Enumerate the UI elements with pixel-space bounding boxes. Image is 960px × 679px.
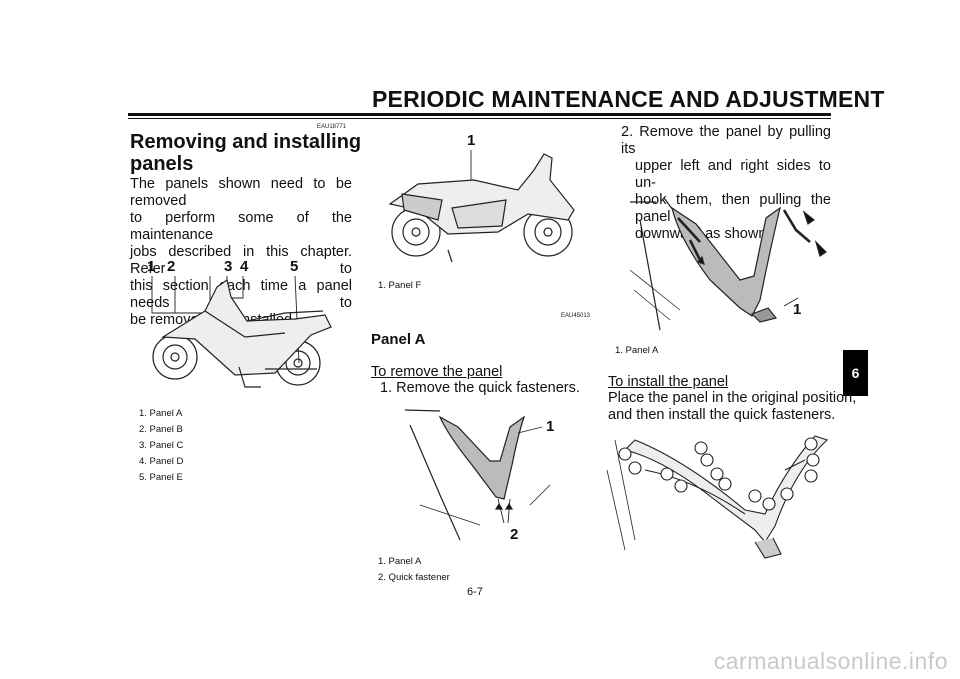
figure4-callout-1: 1 xyxy=(793,301,802,318)
install-line: Place the panel in the original position… xyxy=(608,390,857,406)
figure3-callout-2: 2 xyxy=(510,526,519,543)
caption-item: 4. Panel D xyxy=(139,456,184,467)
figure3-captions: 1. Panel A 2. Quick fastener xyxy=(378,554,450,586)
intro-line: to perform some of the maintenance xyxy=(130,210,352,243)
panel-install-illustration xyxy=(606,435,829,559)
panel-a-code: EAU45013 xyxy=(561,313,591,319)
figure2-caption: 1. Panel F xyxy=(378,280,422,291)
intro-line: jobs described in this chapter. Refer to xyxy=(130,244,352,277)
panel-a-heading: Panel A xyxy=(371,331,426,348)
caption-item: 2. Quick fastener xyxy=(378,572,450,583)
step2-line: hook them, then pulling the panel xyxy=(635,192,831,225)
figure1-captions: 1. Panel A 2. Panel B 3. Panel C 4. Pane… xyxy=(139,406,183,486)
page-header-title: PERIODIC MAINTENANCE AND ADJUSTMENT xyxy=(372,86,885,112)
caption-item: 1. Panel A xyxy=(139,408,183,419)
panel-removal-illustration xyxy=(629,197,827,331)
header-rule-thick xyxy=(128,113,831,116)
install-line: and then install the quick fasteners. xyxy=(608,407,836,423)
chapter-tab: 6 xyxy=(843,350,868,396)
install-panel-subheading: To install the panel xyxy=(608,374,729,390)
section-heading-line1: Removing and installing xyxy=(130,131,362,153)
remove-panel-subheading: To remove the panel xyxy=(371,364,503,380)
caption-item: 3. Panel C xyxy=(139,440,184,451)
chapter-tab-label: 6 xyxy=(851,365,860,381)
header-rule-thin xyxy=(128,118,831,119)
caption-item: 2. Panel B xyxy=(139,424,183,435)
caption-item: 5. Panel E xyxy=(139,472,183,483)
scooter-side-illustration xyxy=(151,275,332,388)
figure1-callout-3: 3 xyxy=(224,258,233,275)
page-number: 6-7 xyxy=(467,586,483,598)
figure1-callout-4: 4 xyxy=(240,258,249,275)
install-paragraph: Place the panel in the original position… xyxy=(608,390,856,424)
figure3-callout-1: 1 xyxy=(546,418,555,435)
watermark: carmanualsonline.info xyxy=(713,648,948,674)
figure1-callout-2: 2 xyxy=(167,258,176,275)
step2-line: upper left and right sides to un- xyxy=(635,158,831,191)
remove-step-1: 1. Remove the quick fasteners. xyxy=(380,380,580,396)
front-panel-illustration xyxy=(404,409,551,541)
section-code: EAU18771 xyxy=(317,124,347,130)
step2-line: 2. Remove the panel by pulling its xyxy=(621,124,831,157)
section-heading-line2: panels xyxy=(130,153,194,175)
caption-item: 1. Panel A xyxy=(378,556,422,567)
scooter-right-side-illustration xyxy=(388,150,575,263)
remove-step-2: 2. Remove the panel by pulling its upper… xyxy=(621,124,831,243)
figure4-caption: 1. Panel A xyxy=(615,345,659,356)
figure1-callout-5: 5 xyxy=(290,258,299,275)
intro-line: The panels shown need to be removed xyxy=(130,176,352,209)
figure1-callout-1: 1 xyxy=(147,258,156,275)
figure2-callout-1: 1 xyxy=(467,132,476,149)
